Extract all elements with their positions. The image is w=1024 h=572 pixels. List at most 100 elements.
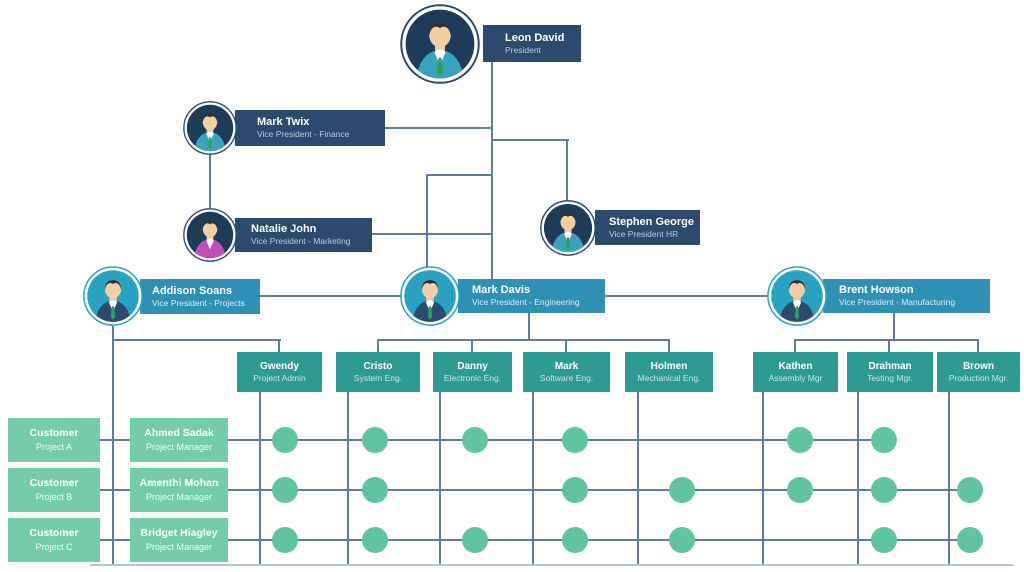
node-name: Customer <box>29 527 79 540</box>
node-title: Vice President HR <box>609 228 679 239</box>
connector-line <box>112 326 114 566</box>
node-name: Addison Soans <box>152 284 233 297</box>
connector-line <box>427 174 493 176</box>
node-manager-drahman: Drahman Testing Mgr. <box>847 352 933 392</box>
node-title: Testing Mgr. <box>867 372 913 383</box>
matrix-column-line <box>439 392 441 566</box>
node-title: Project B <box>35 491 73 502</box>
node-name: Danny <box>457 360 488 372</box>
matrix-column-line <box>762 392 764 566</box>
matrix-column-line <box>637 392 639 566</box>
avatar-stephen-george <box>540 200 596 256</box>
assignment-dot <box>362 477 388 503</box>
connector-line <box>605 295 768 297</box>
person-icon <box>183 101 237 155</box>
node-name: Gwendy <box>260 360 299 372</box>
node-title: Vice President - Engineering <box>472 297 580 308</box>
avatar-leon-david <box>400 4 480 84</box>
node-vp-engineering: Mark Davis Vice President - Engineering <box>458 279 605 313</box>
assignment-dot <box>272 427 298 453</box>
node-manager-kathen: Kathen Assembly Mgr <box>753 352 838 392</box>
node-title: Vice President - Manufacturing <box>839 297 956 308</box>
node-pm-c: Bridget Hiagley Project Manager <box>130 518 228 562</box>
assignment-dot <box>562 527 588 553</box>
matrix-column-line <box>532 392 534 566</box>
assignment-dot <box>272 527 298 553</box>
assignment-dot <box>669 527 695 553</box>
node-title: Project Admin <box>253 372 306 383</box>
person-icon <box>83 266 143 326</box>
avatar-addison-soans <box>83 266 143 326</box>
assignment-dot <box>957 527 983 553</box>
assignment-dot <box>362 527 388 553</box>
node-name: Brown <box>962 360 995 372</box>
node-president: Leon David President <box>483 25 581 62</box>
assignment-dot <box>669 477 695 503</box>
person-icon <box>767 266 827 326</box>
connector-line <box>893 312 895 341</box>
node-pm-a: Ahmed Sadak Project Manager <box>130 418 228 462</box>
node-name: Kathen <box>778 360 813 372</box>
project-row-line <box>100 539 970 541</box>
connector-line <box>377 339 379 353</box>
node-name: Customer <box>29 427 79 440</box>
node-vp-hr: Stephen George Vice President HR <box>595 210 700 245</box>
node-manager-danny: Danny Electronic Eng. <box>433 352 512 392</box>
node-name: Mark Davis <box>472 284 531 297</box>
node-title: Project Manager <box>145 541 213 552</box>
node-name: Customer <box>29 477 79 490</box>
person-icon <box>400 266 460 326</box>
node-vp-manufacturing: Brent Howson Vice President - Manufactur… <box>823 279 990 313</box>
connector-line <box>794 339 796 353</box>
node-name: Brent Howson <box>839 284 914 297</box>
node-vp-projects: Addison Soans Vice President - Projects <box>140 279 260 314</box>
node-vp-marketing: Natalie John Vice President - Marketing <box>235 218 372 252</box>
node-name: Bridget Hiagley <box>140 527 218 540</box>
person-icon <box>183 208 237 262</box>
connector-line <box>112 339 281 341</box>
node-manager-cristo: Cristo System Eng. <box>336 352 420 392</box>
node-title: Vice President - Projects <box>152 297 245 308</box>
assignment-dot <box>562 427 588 453</box>
avatar-mark-twix <box>183 101 237 155</box>
connector-line <box>977 339 979 353</box>
person-icon <box>540 200 596 256</box>
node-title: Vice President - Marketing <box>251 236 351 247</box>
node-name: Holmen <box>650 360 688 372</box>
node-name: Ahmed Sadak <box>144 427 214 440</box>
node-title: Vice President - Finance <box>257 129 350 140</box>
connector-line <box>471 339 473 353</box>
node-name: Amenthi Mohan <box>139 477 219 490</box>
matrix-column-line <box>347 392 349 566</box>
connector-line <box>372 233 493 235</box>
connector-line <box>385 127 492 129</box>
connector-line <box>795 339 979 341</box>
node-title: Production Mgr. <box>948 372 1009 383</box>
node-title: President <box>505 44 541 55</box>
node-customer-b: Customer Project B <box>8 468 100 512</box>
connector-line <box>278 339 280 353</box>
assignment-dot <box>462 427 488 453</box>
person-icon <box>400 4 480 84</box>
node-name: Stephen George <box>609 215 694 228</box>
connector-line <box>426 174 428 267</box>
connector-line <box>565 339 567 353</box>
node-name: Cristo <box>363 360 393 372</box>
node-title: Project C <box>35 541 73 552</box>
connector-line <box>492 139 569 141</box>
node-manager-holmen: Holmen Mechanical Eng. <box>625 352 713 392</box>
node-vp-finance: Mark Twix Vice President - Finance <box>235 110 385 146</box>
node-manager-brown: Brown Production Mgr. <box>937 352 1020 392</box>
connector-line <box>528 312 530 341</box>
avatar-natalie-john <box>183 208 237 262</box>
assignment-dot <box>957 477 983 503</box>
assignment-dot <box>362 427 388 453</box>
assignment-dot <box>787 427 813 453</box>
assignment-dot <box>871 427 897 453</box>
baseline <box>90 564 1014 566</box>
connector-line <box>668 339 670 353</box>
node-title: Mechanical Eng. <box>637 372 701 383</box>
connector-line <box>566 139 568 202</box>
assignment-dot <box>272 477 298 503</box>
